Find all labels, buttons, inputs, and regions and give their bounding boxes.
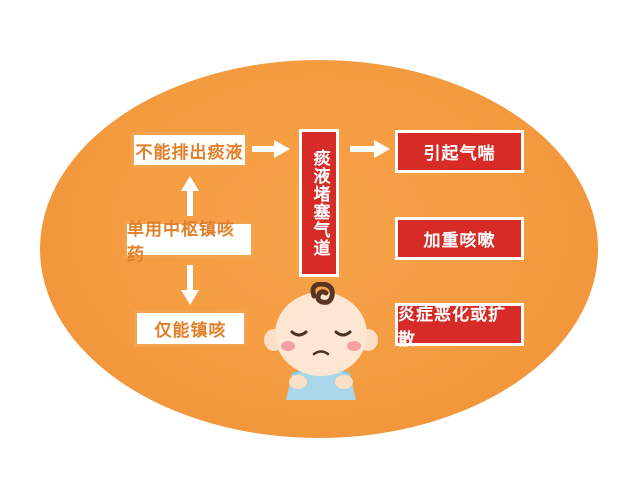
node-inflammation-spread: 炎症恶化或扩散 [395,303,524,350]
arrow-right-to-blocked-airway [252,140,290,158]
arrow-up-to-cannot-expel [181,176,199,216]
arrow-right-to-wheezing [350,140,390,158]
sleeping-baby-illustration [264,282,378,400]
arrow-down-to-only-suppress [181,265,199,305]
node-only-suppress-cough: 仅能镇咳 [134,310,247,347]
node-cannot-expel-sputum: 不能排出痰液 [131,132,248,168]
node-worsens-cough: 加重咳嗽 [395,217,524,260]
node-central-antitussive: 单用中枢镇咳药 [124,220,254,265]
node-sputum-blocks-airway: 痰液堵塞气道 [299,129,339,277]
node-causes-wheezing: 引起气喘 [395,130,524,173]
